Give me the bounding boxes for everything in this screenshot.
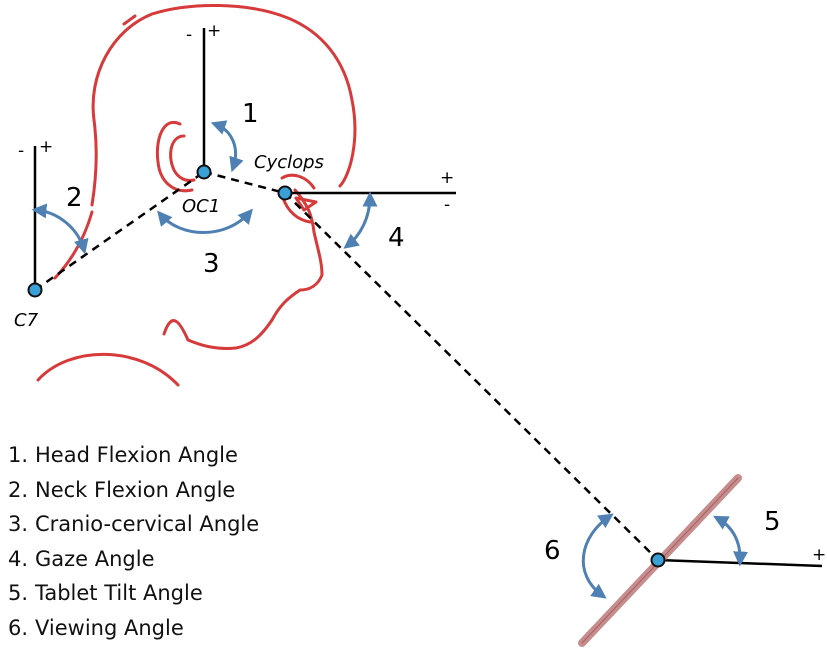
legend-label: Head Flexion Angle	[35, 443, 238, 467]
c7-oc1-segment	[34, 170, 205, 292]
legend-item: 5.Tablet Tilt Angle	[8, 576, 259, 611]
legend-item: 6.Viewing Angle	[8, 611, 259, 646]
head-flexion-arc	[210, 120, 244, 173]
oc1-cyclops-segment	[203, 170, 286, 195]
c7-axis-minus: -	[18, 141, 24, 161]
tablet-joint	[650, 552, 666, 568]
skull-outline	[90, 4, 357, 207]
angle-number-6: 6	[544, 536, 561, 566]
gaze-line	[284, 192, 659, 561]
face-profile	[270, 188, 324, 322]
segment-lines	[34, 170, 659, 561]
neck-flexion-arc	[31, 203, 89, 255]
cyclops-joint	[277, 185, 293, 201]
legend-number: 5.	[8, 581, 29, 605]
legend-label: Neck Flexion Angle	[35, 477, 236, 502]
angle-number-3: 3	[203, 249, 220, 279]
angle-legend: 1.Head Flexion Angle 2.Neck Flexion Angl…	[8, 438, 259, 645]
angle-number-1: 1	[242, 99, 259, 129]
c7-label: C7	[14, 310, 39, 331]
eye-lid	[281, 196, 312, 224]
legend-number: 1.	[8, 443, 29, 467]
cyclops-axis-plus: +	[440, 168, 454, 188]
chin-jaw-line	[162, 318, 274, 350]
oc1-joint	[196, 164, 212, 180]
hair-tip	[122, 14, 137, 26]
legend-item: 1.Head Flexion Angle	[8, 438, 259, 473]
viewing-arc	[581, 513, 614, 599]
ear-outer	[155, 120, 194, 193]
eye-brow	[280, 173, 316, 190]
angle-number-2: 2	[66, 183, 83, 213]
c7-axis-plus: +	[39, 137, 53, 157]
legend-item: 3.Cranio-cervical Angle	[8, 507, 259, 542]
tablet-tilt-arc	[713, 515, 748, 567]
legend-item: 4.Gaze Angle	[8, 542, 259, 577]
legend-label: Cranio-cervical Angle	[35, 512, 260, 536]
oc1-axis-minus: -	[186, 25, 192, 45]
cyclops-label: Cyclops	[254, 152, 324, 173]
legend-number: 6.	[8, 615, 29, 640]
gaze-arc	[343, 191, 378, 249]
oc1-label: OC1	[182, 196, 220, 217]
angle-arcs	[31, 120, 748, 599]
head-outline	[36, 4, 357, 387]
legend-label: Viewing Angle	[35, 615, 184, 640]
joints	[27, 164, 666, 568]
angle-number-4: 4	[388, 223, 405, 253]
neck-back-line	[53, 210, 94, 280]
legend-number: 2.	[8, 477, 29, 502]
cranio-cervical-arc	[157, 208, 253, 234]
legend-number: 3.	[8, 512, 29, 536]
legend-label: Tablet Tilt Angle	[35, 581, 203, 605]
ear-inner	[169, 134, 196, 182]
legend-number: 4.	[8, 546, 29, 571]
shoulder-curve	[36, 352, 180, 387]
legend-label: Gaze Angle	[35, 546, 155, 571]
angle-number-5: 5	[764, 507, 781, 537]
c7-joint	[27, 282, 43, 298]
legend-item: 2.Neck Flexion Angle	[8, 473, 259, 508]
tablet-axis-plus: +	[812, 545, 826, 565]
eye	[294, 196, 318, 212]
cyclops-axis-minus: -	[444, 195, 450, 215]
oc1-axis-plus: +	[207, 21, 221, 41]
